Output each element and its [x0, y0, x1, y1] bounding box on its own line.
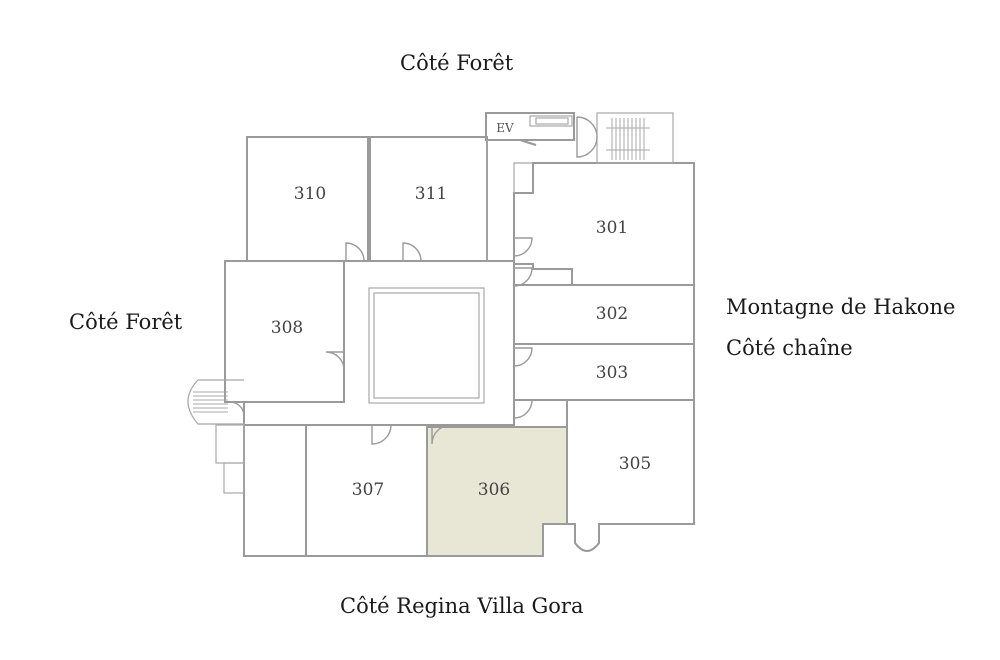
left-stair: [187, 379, 244, 425]
room-307-label: 307: [352, 480, 384, 500]
room-305-area[interactable]: [566, 399, 695, 552]
doors: [229, 116, 598, 445]
room-302-label: 302: [596, 304, 628, 324]
service-box-b: [223, 462, 245, 494]
corridor-outline: [243, 260, 515, 426]
top-stair-treads: [611, 118, 645, 160]
courtyard-inner: [373, 292, 480, 399]
room-301-label: 301: [596, 218, 628, 238]
elevator-box: [485, 112, 575, 141]
room-310-label: 310: [294, 184, 326, 204]
room-303-label: 303: [596, 363, 628, 383]
left-stair-treads: [193, 391, 228, 413]
room-308-label: 308: [271, 318, 303, 338]
label-right-line2: Côté chaîne: [726, 336, 853, 360]
elevator-inner: [529, 115, 573, 127]
label-left: Côté Forêt: [69, 310, 183, 334]
connector-wall: [486, 140, 533, 261]
label-top: Côté Forêt: [400, 51, 514, 75]
room-301-area[interactable]: [513, 162, 695, 286]
service-box-a: [215, 424, 245, 464]
top-stair: [596, 112, 674, 164]
courtyard-outer: [368, 287, 485, 404]
elevator-label: EV: [496, 121, 514, 135]
label-right-line1: Montagne de Hakone: [726, 295, 956, 319]
elevator-divider: [519, 139, 537, 146]
elevator-inner-2: [535, 117, 569, 125]
label-bottom: Côté Regina Villa Gora: [340, 594, 584, 618]
room-306-label: 306: [478, 480, 510, 500]
room-311-label: 311: [415, 184, 447, 204]
service-strip: [243, 424, 307, 557]
room-305-label: 305: [619, 454, 651, 474]
